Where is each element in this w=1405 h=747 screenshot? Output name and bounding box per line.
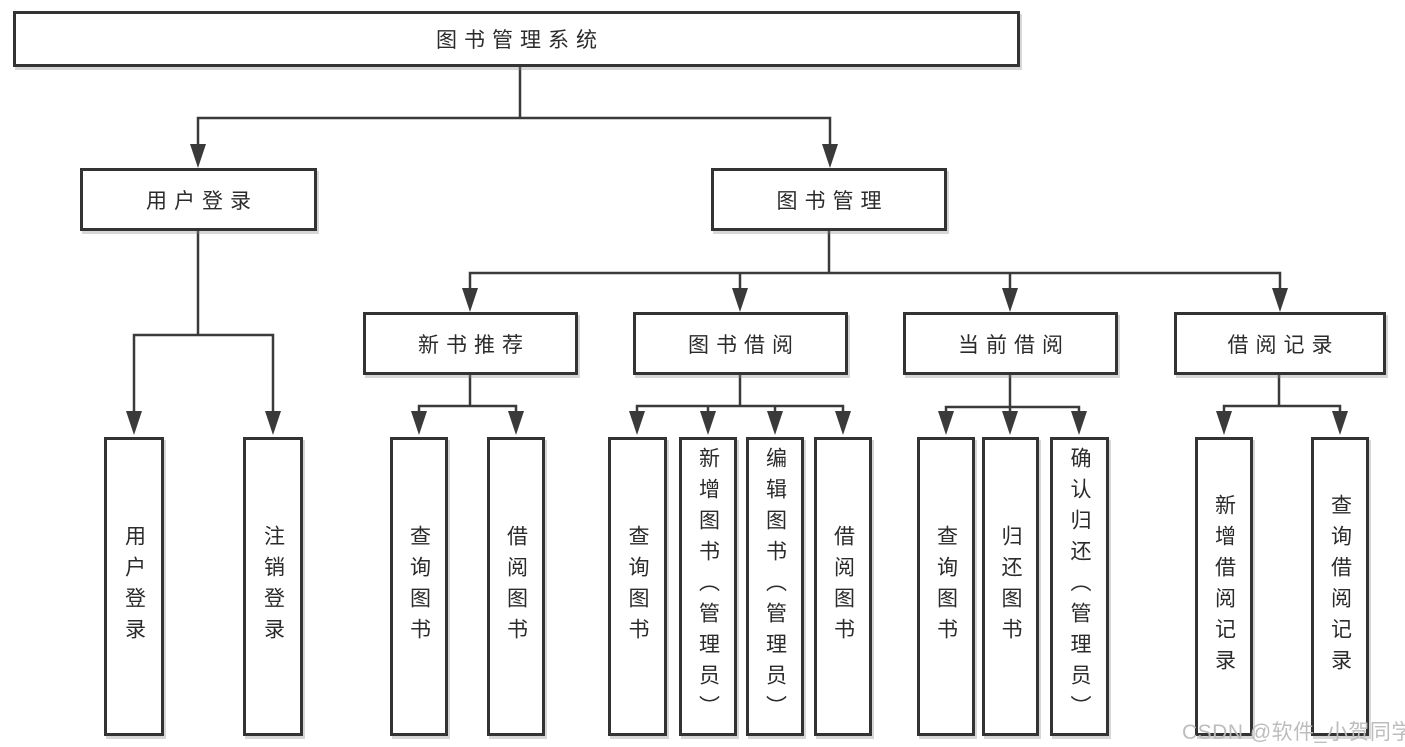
arrowhead-icons bbox=[126, 144, 1348, 435]
node-book-management-branch: 图书管理 bbox=[711, 168, 947, 231]
leaf-query-books-recommend: 查询图书 bbox=[390, 437, 448, 736]
leaf-return-book: 归还图书 bbox=[982, 437, 1039, 736]
leaf-add-book-admin: 新增图书（管理员） bbox=[679, 437, 737, 736]
node-current-borrow: 当前借阅 bbox=[903, 312, 1118, 375]
connector-lines bbox=[132, 65, 1342, 415]
watermark: CSDN @软件_小贺同学 bbox=[1182, 721, 1405, 744]
leaf-logout: 注销登录 bbox=[243, 437, 303, 736]
leaf-borrow-books-borrow: 借阅图书 bbox=[814, 437, 872, 736]
node-new-book-recommend: 新书推荐 bbox=[363, 312, 578, 375]
node-user-login-branch: 用户登录 bbox=[80, 168, 317, 231]
leaf-borrow-books-recommend: 借阅图书 bbox=[487, 437, 545, 736]
node-borrow-records: 借阅记录 bbox=[1174, 312, 1386, 375]
leaf-confirm-return-admin: 确认归还（管理员） bbox=[1050, 437, 1109, 736]
node-book-borrow: 图书借阅 bbox=[633, 312, 848, 375]
node-root: 图书管理系统 bbox=[13, 11, 1020, 67]
leaf-user-login: 用户登录 bbox=[104, 437, 164, 736]
leaf-add-borrow-record: 新增借阅记录 bbox=[1195, 437, 1253, 736]
leaf-query-borrow-record: 查询借阅记录 bbox=[1311, 437, 1369, 736]
leaf-query-books-borrow: 查询图书 bbox=[608, 437, 667, 736]
leaf-edit-book-admin: 编辑图书（管理员） bbox=[746, 437, 804, 736]
leaf-query-books-current: 查询图书 bbox=[917, 437, 975, 736]
